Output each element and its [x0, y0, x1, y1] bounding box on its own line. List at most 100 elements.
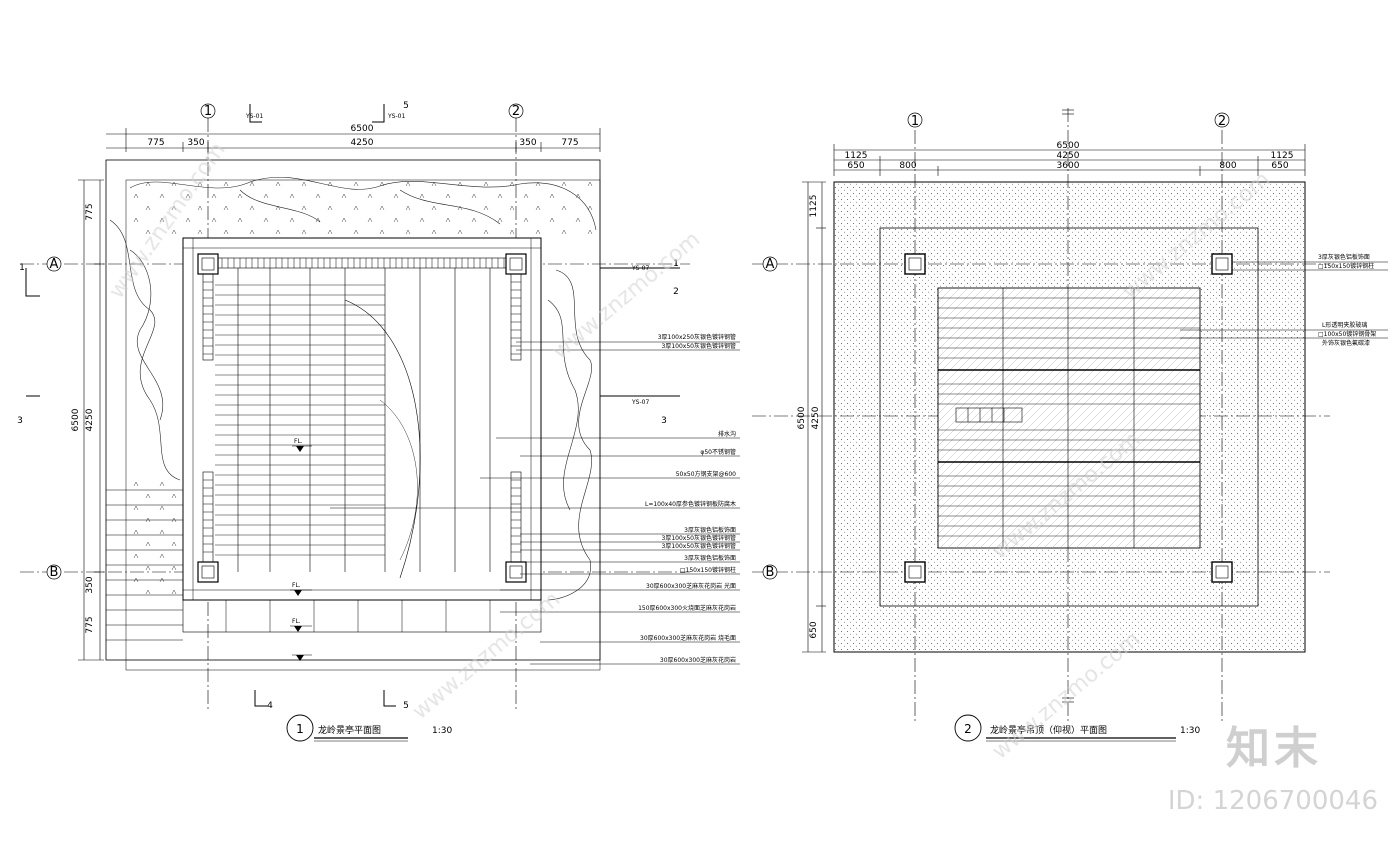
svg-text:3厚灰银色铝板饰面: 3厚灰银色铝板饰面 [684, 554, 736, 562]
svg-text:FL.: FL. [292, 618, 301, 625]
left-detail-ref-3: YS-07 [631, 265, 649, 272]
left-beam-top [215, 257, 509, 269]
right-axis-col1: 1 [907, 112, 923, 129]
svg-text:L=100x40厚参色镀锌钢板防腐木: L=100x40厚参色镀锌钢板防腐木 [645, 500, 736, 508]
right-ceiling-plan: 1 2 A B [752, 108, 1388, 742]
svg-text:30厚600x300芝麻灰花岗岩: 30厚600x300芝麻灰花岗岩 [660, 656, 736, 664]
right-dim-top-650a: 650 [847, 161, 864, 171]
right-dim-top-800a: 800 [899, 161, 916, 171]
svg-text:φ50不锈钢管: φ50不锈钢管 [700, 448, 736, 456]
svg-text:龙岭景亭平面图: 龙岭景亭平面图 [318, 724, 381, 736]
left-dim-side-4250: 4250 [85, 408, 95, 431]
svg-text:150厚600x300火烧面芝麻灰花岗岩: 150厚600x300火烧面芝麻灰花岗岩 [638, 604, 736, 612]
svg-text:1: 1 [204, 104, 212, 119]
svg-text:□150x150镀锌钢柱: □150x150镀锌钢柱 [680, 566, 736, 574]
left-section-mark-2: 2 [673, 287, 679, 297]
right-dim-side-650: 650 [809, 621, 819, 638]
right-dim-top-1125a: 1125 [845, 151, 868, 161]
svg-text:30厚600x300芝麻灰花岗岩 光面: 30厚600x300芝麻灰花岗岩 光面 [646, 582, 736, 590]
right-dim-top-4250: 4250 [1057, 151, 1080, 161]
watermark-id: ID: 1206700046 [1167, 786, 1378, 816]
svg-text:2: 2 [512, 104, 520, 119]
left-section-marks [25, 104, 680, 707]
left-dim-side-350: 350 [85, 576, 95, 593]
right-dim-lines [802, 144, 1306, 653]
left-columns [197, 253, 527, 583]
right-dim-side-1125: 1125 [809, 195, 819, 218]
right-leaders [1180, 261, 1388, 339]
left-dim-lines [78, 128, 601, 661]
left-axis-rowA: A [46, 256, 62, 272]
right-drawing-title: 2 龙岭景亭吊顶（仰视）平面图 1:30 [954, 714, 1200, 742]
left-floor-plan: 1 2 A B [17, 101, 740, 742]
right-annotation-list: 3厚灰银色铝板饰面 □150x150镀锌钢柱 L形透明夹胶玻璃 □100x50镀… [1318, 253, 1376, 347]
left-detail-ref-4: YS-07 [631, 399, 649, 406]
svg-text:外饰灰银色氟碳漆: 外饰灰银色氟碳漆 [1322, 339, 1370, 347]
left-dim-top-6500: 6500 [351, 124, 374, 134]
svg-text:30厚600x300芝麻灰花岗岩 烧毛面: 30厚600x300芝麻灰花岗岩 烧毛面 [640, 634, 736, 642]
left-elev-mark-2: FL. [290, 582, 312, 596]
left-steps [106, 489, 183, 641]
svg-text:FL.: FL. [294, 438, 303, 445]
svg-text:3厚100x250灰银色镀锌钢管: 3厚100x250灰银色镀锌钢管 [658, 333, 736, 341]
svg-text:50x50方钢支架@600: 50x50方钢支架@600 [676, 470, 736, 478]
left-dim-top-350b: 350 [519, 138, 536, 148]
svg-text:FL.: FL. [292, 582, 301, 589]
right-ceiling-frame [879, 227, 1259, 607]
right-axis-col2: 2 [1214, 112, 1230, 129]
svg-text:A: A [766, 257, 775, 272]
svg-text:www.znzmo.com: www.znzmo.com [408, 587, 565, 725]
svg-text:B: B [50, 565, 59, 580]
left-elev-mark-1: FL. [292, 438, 312, 452]
svg-text:3厚100x50灰银色镀锌钢管: 3厚100x50灰银色镀锌钢管 [662, 342, 736, 350]
left-section-mark-4: 4 [267, 701, 273, 711]
svg-text:1:30: 1:30 [432, 726, 452, 736]
svg-text:1: 1 [296, 722, 304, 736]
svg-text:3厚灰银色铝板饰面: 3厚灰银色铝板饰面 [684, 526, 736, 534]
svg-text:3厚100x50灰银色镀锌钢管: 3厚100x50灰银色镀锌钢管 [662, 542, 736, 550]
right-axis-rowB: B [762, 564, 778, 580]
svg-text:1:30: 1:30 [1180, 726, 1200, 736]
svg-text:龙岭景亭吊顶（仰视）平面图: 龙岭景亭吊顶（仰视）平面图 [990, 724, 1107, 736]
watermark-logo: 知末 [1226, 723, 1322, 774]
left-axis-rowB: B [46, 564, 62, 580]
left-platform [182, 237, 542, 601]
left-dim-top-775a: 775 [147, 138, 164, 148]
left-annotation-list: 3厚100x250灰银色镀锌钢管 3厚100x50灰银色镀锌钢管 排水沟 φ50… [638, 333, 736, 664]
left-detail-ref-1: YS-01 [245, 113, 263, 120]
left-section-mark-3a: 3 [17, 416, 23, 426]
svg-text:L形透明夹胶玻璃: L形透明夹胶玻璃 [1322, 321, 1367, 329]
left-elev-mark-4 [292, 654, 312, 661]
svg-text:1: 1 [911, 114, 919, 129]
svg-text:2: 2 [964, 722, 972, 736]
left-elev-mark-3: FL. [290, 618, 312, 632]
right-dim-side-4250: 4250 [811, 406, 821, 429]
svg-text:2: 2 [1218, 114, 1226, 129]
right-axis-rowA: A [762, 256, 778, 272]
left-dim-side-6500: 6500 [71, 408, 81, 431]
right-dim-top-1125b: 1125 [1271, 151, 1294, 161]
right-dim-top-3600: 3600 [1057, 161, 1080, 171]
svg-text:□150x150镀锌钢柱: □150x150镀锌钢柱 [1318, 262, 1374, 270]
right-dim-side-6500: 6500 [797, 406, 807, 429]
left-drawing-title: 1 龙岭景亭平面图 1:30 [286, 714, 452, 742]
left-dim-top-4250: 4250 [351, 138, 374, 148]
left-detail-ref-2: YS-01 [387, 113, 405, 120]
right-glass-panel [937, 287, 1201, 549]
svg-text:排水沟: 排水沟 [718, 430, 736, 438]
left-dim-top-775b: 775 [561, 138, 578, 148]
left-section-mark-5a: 5 [403, 101, 409, 111]
right-detail-mark [955, 407, 1023, 423]
svg-text:B: B [766, 565, 775, 580]
left-axis-col1: 1 [200, 103, 216, 119]
right-dim-top-6500: 6500 [1057, 141, 1080, 151]
left-section-mark-1: 1 [19, 263, 25, 273]
left-axis-col2: 2 [508, 103, 524, 119]
left-dim-top-350a: 350 [187, 138, 204, 148]
svg-text:A: A [50, 257, 59, 272]
svg-text:□100x50镀锌钢骨架: □100x50镀锌钢骨架 [1318, 330, 1376, 338]
left-dim-side-775a: 775 [85, 203, 95, 220]
left-section-mark-5b: 5 [403, 701, 409, 711]
left-dim-side-775b: 775 [85, 616, 95, 633]
